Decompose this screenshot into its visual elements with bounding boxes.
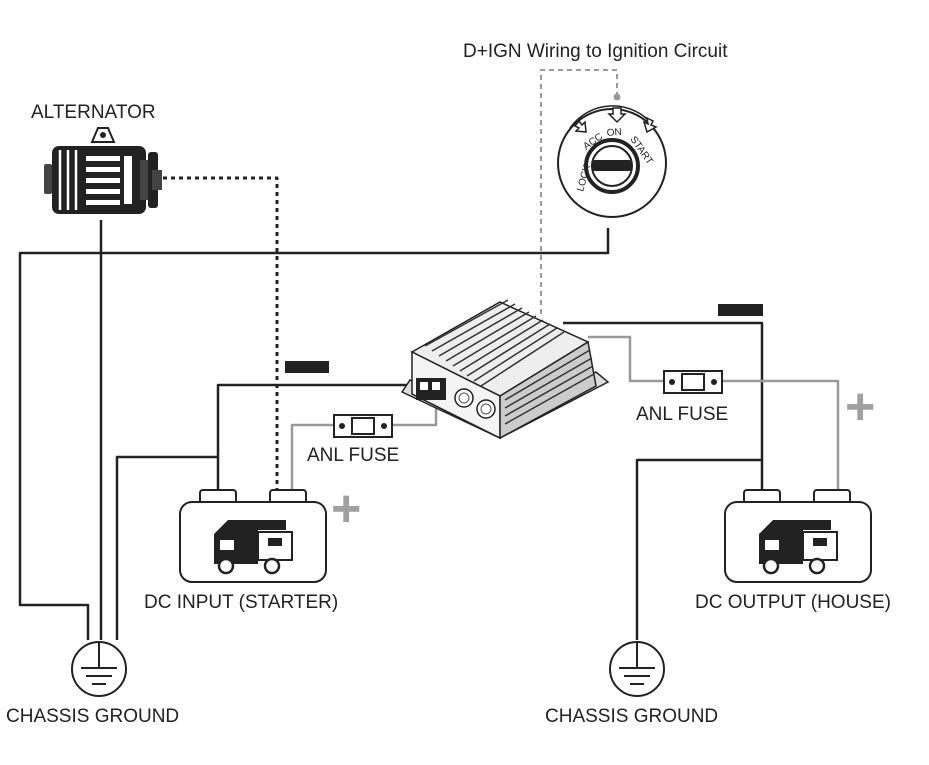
wire-charger-neg-input (216, 383, 420, 494)
battery-icon-house (724, 489, 872, 583)
anl-fuse-icon-left (333, 414, 393, 438)
wire-house-ground (635, 458, 762, 640)
battery-input-label: DC INPUT (STARTER) (144, 592, 338, 613)
ignition-title: D+IGN Wiring to Ignition Circuit (463, 41, 728, 62)
rv-camper-icon (214, 520, 293, 575)
wire-charger-pos-output (588, 335, 840, 494)
negative-marker-output (718, 304, 763, 316)
wire-starter-ground (115, 455, 218, 640)
ground-symbol-icon-left (71, 641, 127, 697)
wire-ignition-ground (18, 228, 610, 640)
ground-label-right: CHASSIS GROUND (545, 706, 718, 727)
battery-output-label: DC OUTPUT (HOUSE) (695, 592, 891, 613)
anl-fuse-icon-right (663, 370, 723, 394)
wires (18, 69, 840, 640)
ignition-switch-icon (557, 93, 667, 218)
alternator-icon (44, 127, 162, 214)
negative-marker-input (285, 361, 329, 373)
wire-charger-neg-output (563, 321, 764, 494)
dc-dc-charger-icon (400, 299, 610, 440)
battery-icon-starter (179, 489, 327, 583)
plus-sign-right: + (845, 378, 875, 436)
ground-symbol-icon-right (609, 641, 665, 697)
fuse-label-right: ANL FUSE (636, 404, 728, 425)
rv-camper-icon (759, 520, 838, 575)
alternator-label: ALTERNATOR (31, 102, 156, 123)
ignition-pos-on: ON (606, 127, 622, 139)
fuse-label-left: ANL FUSE (307, 445, 399, 466)
wire-ignition-dign (540, 69, 618, 318)
ground-label-left: CHASSIS GROUND (6, 706, 179, 727)
wire-alternator-dplus (163, 176, 279, 494)
plus-sign-left: + (331, 480, 361, 538)
